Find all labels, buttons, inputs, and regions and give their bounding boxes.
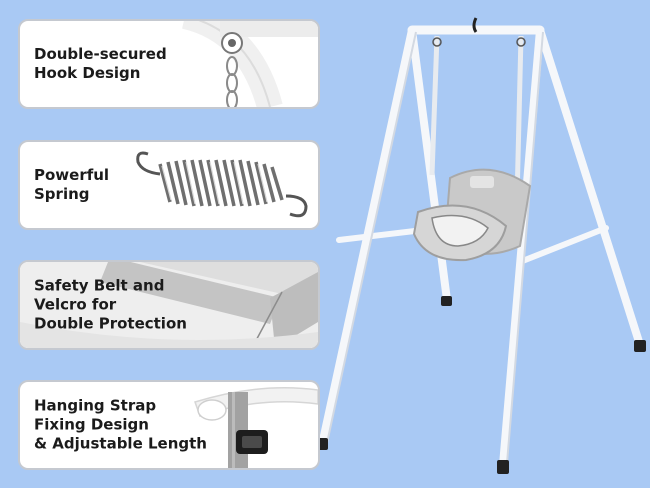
feature-card-hook: Double-secured Hook Design <box>18 19 320 109</box>
swing-frame <box>318 25 644 469</box>
toddler-seat <box>412 168 532 262</box>
belt-icon <box>20 262 318 348</box>
feature-card-spring: Powerful Spring <box>18 140 320 230</box>
top-hook <box>472 17 478 33</box>
spring-icon <box>136 151 308 218</box>
frame-feet <box>316 296 646 474</box>
feature-card-belt: Safety Belt and Velcro for Double Protec… <box>18 260 320 350</box>
feature-label: Safety Belt and Velcro for Double Protec… <box>34 276 187 333</box>
feature-label: Powerful Spring <box>34 166 110 203</box>
feature-card-strap: Hanging Strap Fixing Design & Adjustable… <box>18 380 320 470</box>
feature-label: Hanging Strap Fixing Design & Adjustable… <box>34 396 207 453</box>
strap-icon <box>194 387 318 468</box>
feature-label: Double-secured Hook Design <box>34 45 167 82</box>
hook-icon <box>181 21 318 107</box>
